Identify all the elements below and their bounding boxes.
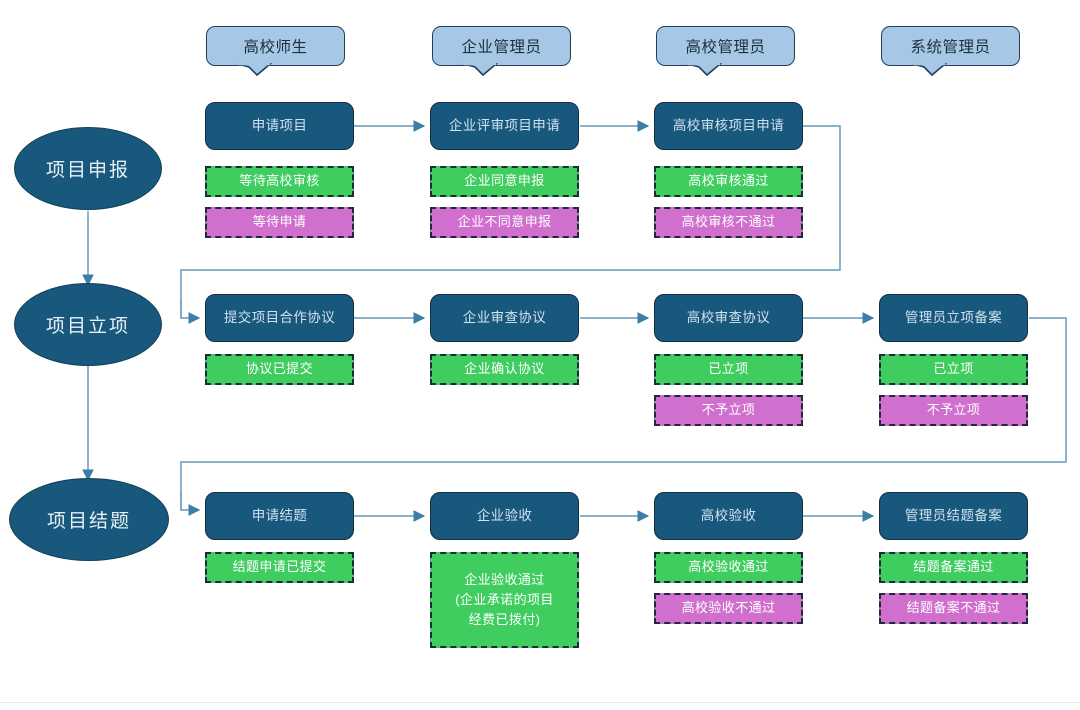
stage-label: 项目结题 xyxy=(46,511,131,532)
status-chip-university-acceptance-fail[interactable]: 高校验收不通过 xyxy=(654,593,803,624)
status-label: 不予立项 xyxy=(701,402,756,418)
action-label: 企业验收 xyxy=(476,507,533,523)
wire-r1-to-r2-arrow xyxy=(180,300,201,324)
status-label: 高校验收通过 xyxy=(688,559,769,575)
status-label: 结题申请已提交 xyxy=(232,559,327,575)
role-bubble-system-admin[interactable]: 系统管理员 xyxy=(881,26,1020,77)
role-bubble-university-admin[interactable]: 高校管理员 xyxy=(656,26,795,77)
status-chip-approved-row2-university[interactable]: 已立项 xyxy=(654,354,803,385)
action-box-enterprise-check-agreement[interactable]: 企业审查协议 xyxy=(430,294,579,342)
status-label: 等待高校审核 xyxy=(239,173,320,189)
action-label: 提交项目合作协议 xyxy=(223,309,336,325)
action-box-submit-agreement[interactable]: 提交项目合作协议 xyxy=(205,294,354,342)
action-box-apply-conclusion[interactable]: 申请结题 xyxy=(205,492,354,540)
action-label: 高校审核项目申请 xyxy=(672,117,785,133)
action-box-university-check-agreement[interactable]: 高校审查协议 xyxy=(654,294,803,342)
status-label: 已立项 xyxy=(708,361,749,377)
status-chip-wait-application[interactable]: 等待申请 xyxy=(205,207,354,238)
stage-label: 项目申报 xyxy=(45,160,130,181)
action-label: 高校审查协议 xyxy=(686,309,771,325)
status-label: 已立项 xyxy=(933,361,974,377)
stage-ellipse-conclude[interactable]: 项目结题 xyxy=(9,478,169,561)
status-chip-agreement-submitted[interactable]: 协议已提交 xyxy=(205,354,354,385)
status-chip-enterprise-confirm-agreement[interactable]: 企业确认协议 xyxy=(430,354,579,385)
action-label: 企业审查协议 xyxy=(462,309,547,325)
role-bubble-teacher-student[interactable]: 高校师生 xyxy=(206,26,345,77)
role-label: 系统管理员 xyxy=(910,39,991,56)
role-label: 高校师生 xyxy=(243,39,308,56)
bottom-divider xyxy=(0,702,1080,703)
status-chip-wait-university-audit[interactable]: 等待高校审核 xyxy=(205,166,354,197)
status-label: 结题备案通过 xyxy=(913,559,994,575)
status-chip-enterprise-agree-declare[interactable]: 企业同意申报 xyxy=(430,166,579,197)
status-chip-conclusion-record-fail[interactable]: 结题备案不通过 xyxy=(879,593,1028,624)
status-chip-not-approved-row2-university[interactable]: 不予立项 xyxy=(654,395,803,426)
bubble-tail-icon xyxy=(912,62,948,77)
stage-ellipse-approve[interactable]: 项目立项 xyxy=(14,283,162,366)
status-label: 协议已提交 xyxy=(245,361,313,377)
wire-r2-to-r3-arrow xyxy=(180,492,201,516)
status-chip-conclusion-application-submitted[interactable]: 结题申请已提交 xyxy=(205,552,354,583)
status-label: 结题备案不通过 xyxy=(906,600,1001,616)
bubble-tail-icon xyxy=(687,62,723,77)
status-chip-approved-row2-admin[interactable]: 已立项 xyxy=(879,354,1028,385)
status-label: 高校审核通过 xyxy=(688,173,769,189)
status-label: 等待申请 xyxy=(252,214,307,230)
action-label: 管理员立项备案 xyxy=(904,309,1003,325)
status-chip-university-acceptance-pass[interactable]: 高校验收通过 xyxy=(654,552,803,583)
action-box-university-audit-application[interactable]: 高校审核项目申请 xyxy=(654,102,803,150)
action-box-enterprise-acceptance[interactable]: 企业验收 xyxy=(430,492,579,540)
status-label: 企业确认协议 xyxy=(464,361,545,377)
status-label: 高校审核不通过 xyxy=(681,214,776,230)
action-label: 高校验收 xyxy=(700,507,757,523)
status-label: 企业不同意申报 xyxy=(457,214,552,230)
action-box-enterprise-review-application[interactable]: 企业评审项目申请 xyxy=(430,102,579,150)
stage-ellipse-declare[interactable]: 项目申报 xyxy=(14,127,162,210)
stage-label: 项目立项 xyxy=(45,316,130,337)
action-label: 申请结题 xyxy=(251,507,308,523)
status-label: 企业验收通过 (企业承诺的项目 经费已拨付) xyxy=(455,571,554,628)
action-box-admin-record-approval[interactable]: 管理员立项备案 xyxy=(879,294,1028,342)
status-label: 不予立项 xyxy=(926,402,981,418)
bubble-tail-icon xyxy=(463,62,499,77)
status-chip-university-audit-fail[interactable]: 高校审核不通过 xyxy=(654,207,803,238)
status-chip-not-approved-row2-admin[interactable]: 不予立项 xyxy=(879,395,1028,426)
action-label: 管理员结题备案 xyxy=(904,507,1003,523)
action-box-university-acceptance[interactable]: 高校验收 xyxy=(654,492,803,540)
action-box-admin-record-conclusion[interactable]: 管理员结题备案 xyxy=(879,492,1028,540)
status-chip-enterprise-disagree-declare[interactable]: 企业不同意申报 xyxy=(430,207,579,238)
status-chip-conclusion-record-pass[interactable]: 结题备案通过 xyxy=(879,552,1028,583)
status-chip-enterprise-acceptance-pass[interactable]: 企业验收通过 (企业承诺的项目 经费已拨付) xyxy=(430,552,579,648)
action-box-apply-project[interactable]: 申请项目 xyxy=(205,102,354,150)
status-label: 企业同意申报 xyxy=(464,173,545,189)
status-chip-university-audit-pass[interactable]: 高校审核通过 xyxy=(654,166,803,197)
role-label: 高校管理员 xyxy=(685,39,766,56)
role-bubble-enterprise-admin[interactable]: 企业管理员 xyxy=(432,26,571,77)
action-label: 申请项目 xyxy=(251,117,308,133)
action-label: 企业评审项目申请 xyxy=(448,117,561,133)
status-label: 高校验收不通过 xyxy=(681,600,776,616)
bubble-tail-icon xyxy=(237,62,273,77)
role-label: 企业管理员 xyxy=(461,39,542,56)
